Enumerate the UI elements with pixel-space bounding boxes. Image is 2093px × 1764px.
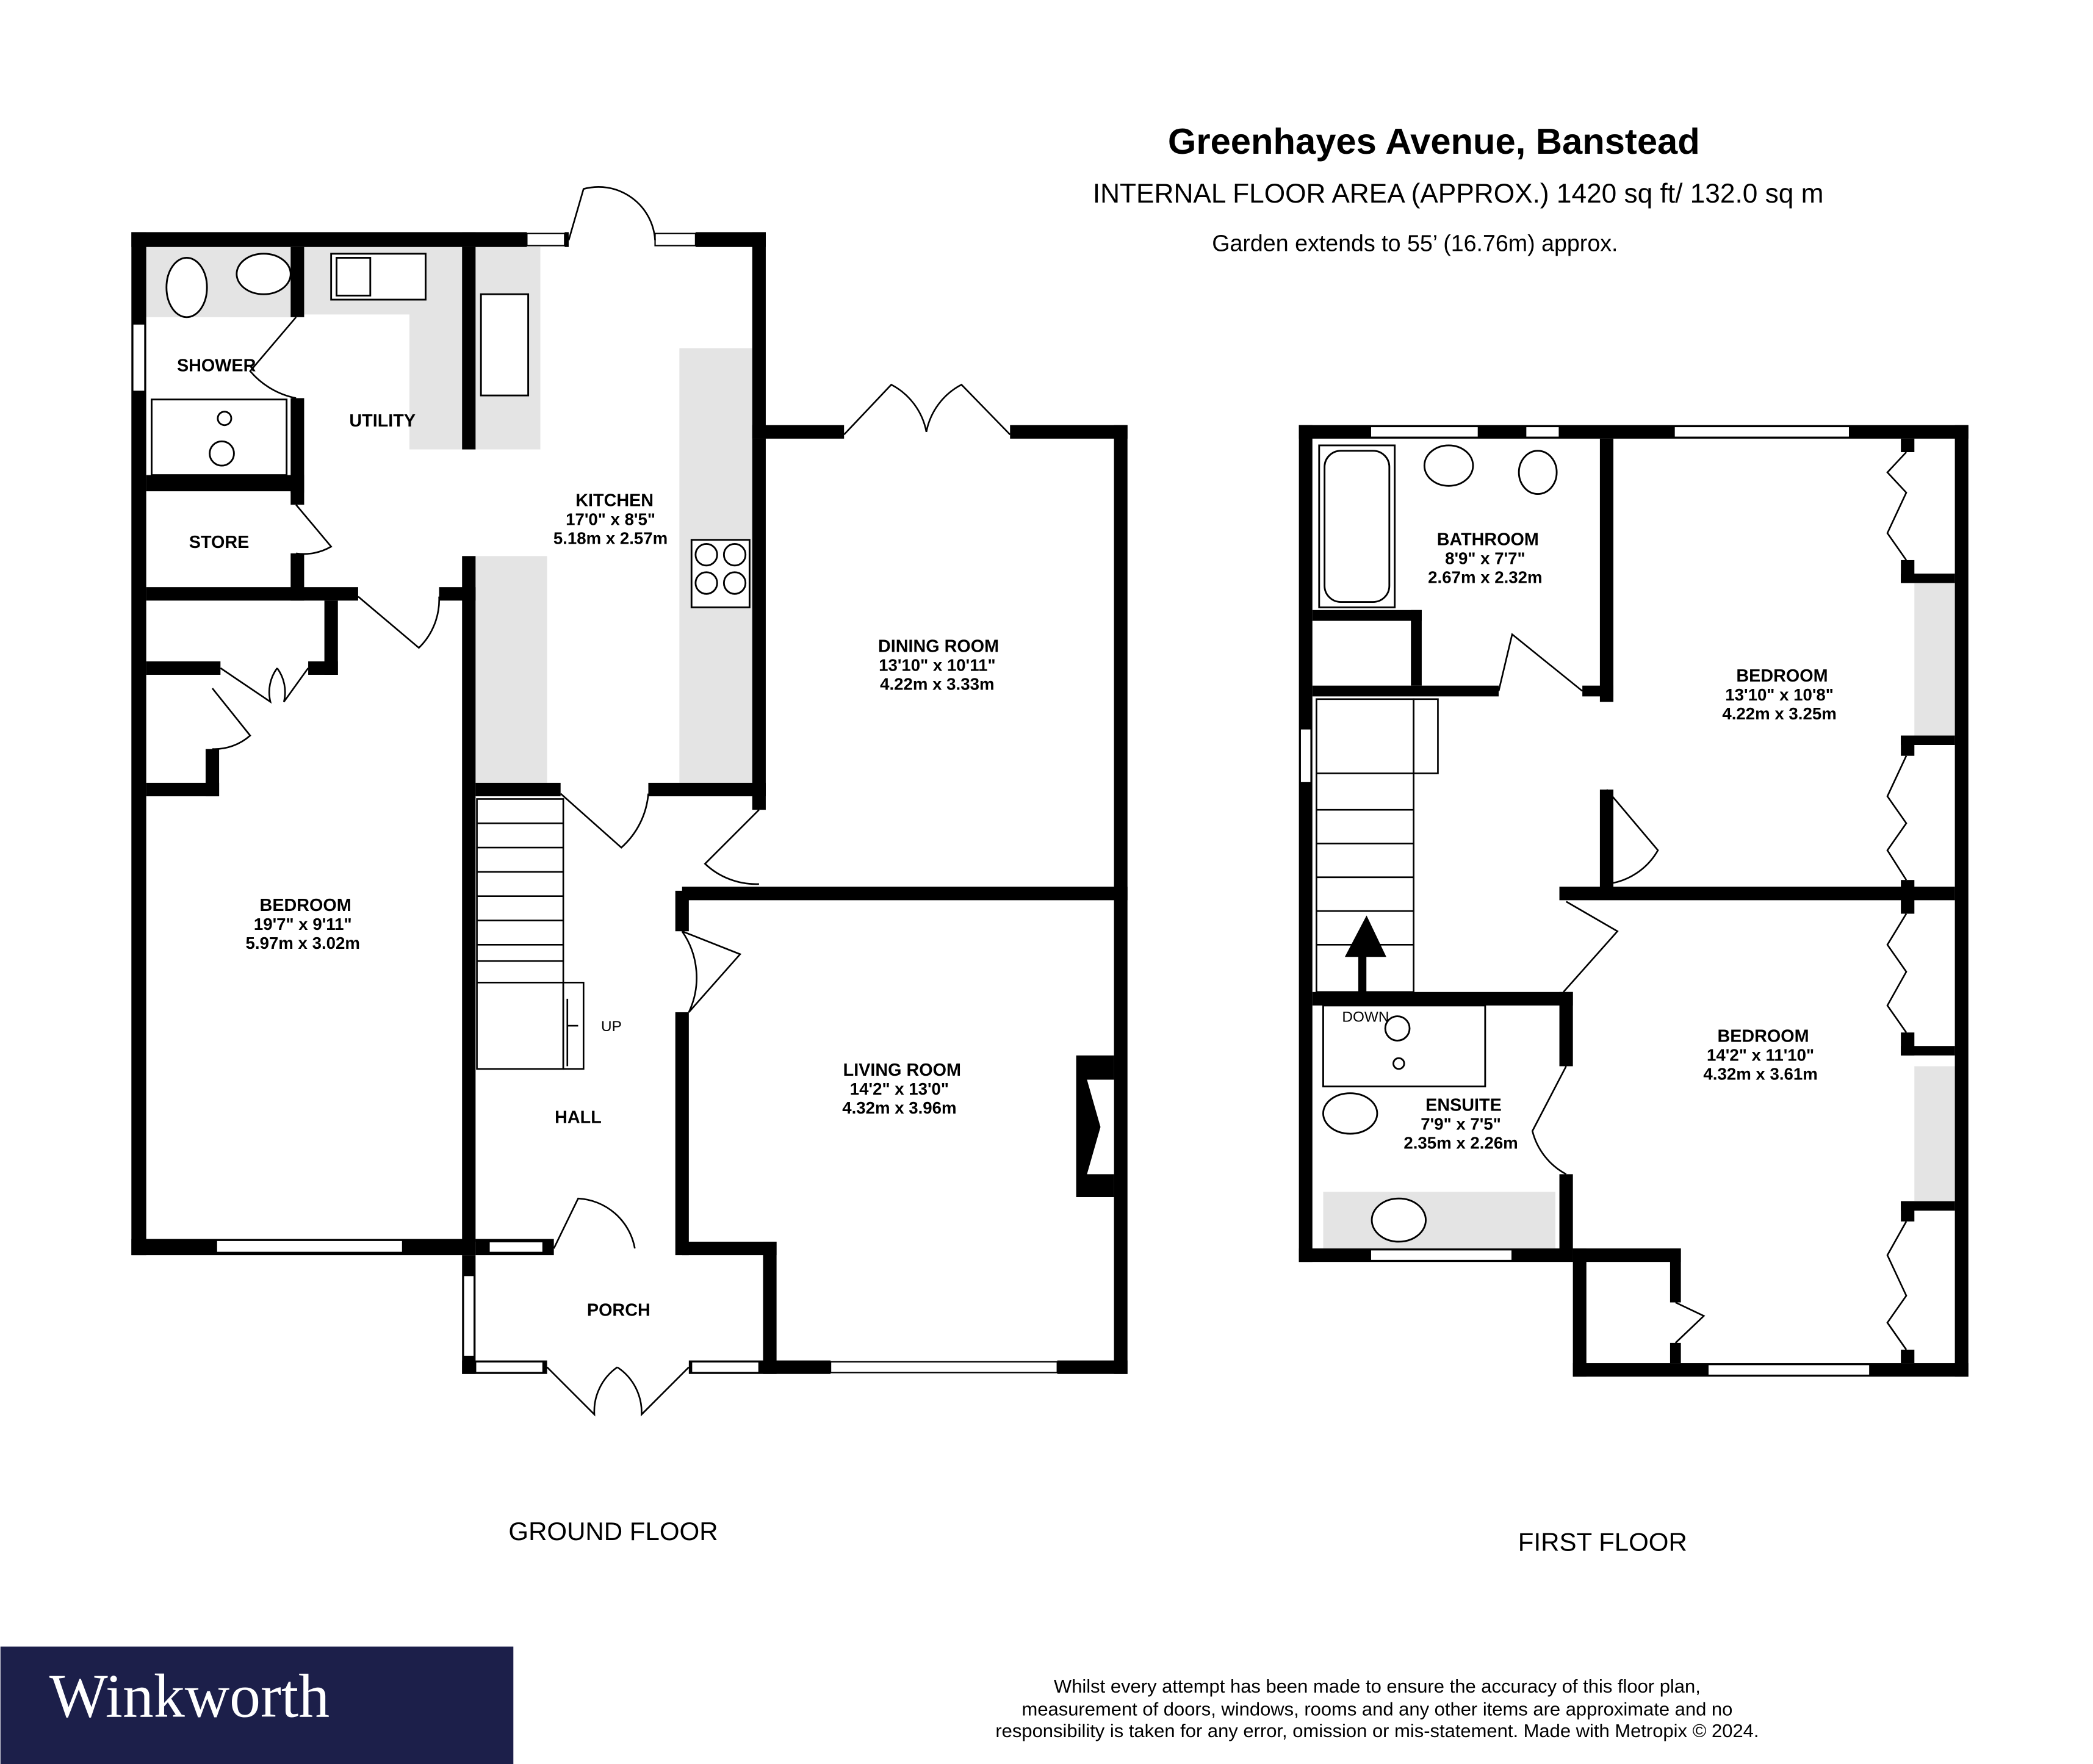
room-bathroom-label: BATHROOM <box>1437 530 1539 550</box>
room-bedroom-front-label: BEDROOM <box>1717 1027 1809 1046</box>
room-bedroom-ground-metric: 5.97m x 3.02m <box>246 934 360 952</box>
disclaimer-line-3: responsibility is taken for any error, o… <box>995 1720 1759 1741</box>
property-title: Greenhayes Avenue, Banstead <box>1168 121 1700 162</box>
ground-floor-label: GROUND FLOOR <box>508 1517 718 1546</box>
room-bedroom-rear-imperial: 13'10" x 10'8" <box>1725 685 1834 704</box>
room-bathroom-imperial: 8'9" x 7'7" <box>1445 549 1526 568</box>
room-kitchen-imperial: 17'0" x 8'5" <box>566 509 655 528</box>
disclaimer-line-1: Whilst every attempt has been made to en… <box>1054 1676 1701 1697</box>
room-kitchen-label: KITCHEN <box>575 491 654 510</box>
room-ensuite-imperial: 7'9" x 7'5" <box>1421 1114 1501 1133</box>
stairs-up-label: UP <box>601 1018 622 1035</box>
stairs-down-label: DOWN <box>1342 1009 1389 1025</box>
room-bedroom-front-metric: 4.32m x 3.61m <box>1703 1065 1817 1084</box>
ground-floor-plan: UP SHOWER UTILITY STORE KITCHEN 17'0" x … <box>131 186 1128 1546</box>
winkworth-logo: Winkworth <box>0 1646 514 1764</box>
room-living-imperial: 14'2" x 13'0" <box>850 1079 949 1098</box>
room-kitchen-metric: 5.18m x 2.57m <box>553 528 668 547</box>
svg-text:Winkworth: Winkworth <box>49 1662 330 1731</box>
garden-note: Garden extends to 55’ (16.76m) approx. <box>1212 230 1618 256</box>
room-dining-imperial: 13'10" x 10'11" <box>879 655 995 674</box>
room-bedroom-rear-metric: 4.22m x 3.25m <box>1722 704 1836 723</box>
room-utility-label: UTILITY <box>349 411 416 431</box>
floor-area: INTERNAL FLOOR AREA (APPROX.) 1420 sq ft… <box>1093 179 1824 209</box>
stairs-ground <box>476 798 585 1070</box>
room-ensuite-label: ENSUITE <box>1425 1095 1502 1115</box>
room-shower-label: SHOWER <box>177 356 256 375</box>
room-store-label: STORE <box>189 533 250 552</box>
room-living-label: LIVING ROOM <box>843 1060 961 1080</box>
first-floor-plan: DOWN BATHROOM 8'9" x 7'7" 2.67m x 2.32m … <box>1299 425 1969 1557</box>
room-bedroom-ground-label: BEDROOM <box>260 896 351 915</box>
room-ensuite-metric: 2.35m x 2.26m <box>1403 1133 1518 1152</box>
room-porch-label: PORCH <box>587 1301 650 1320</box>
stairs-direction-arrow-icon <box>1344 915 1386 992</box>
first-floor-label: FIRST FLOOR <box>1518 1528 1687 1557</box>
room-bedroom-front-imperial: 14'2" x 11'10" <box>1707 1046 1814 1065</box>
room-dining-label: DINING ROOM <box>878 636 999 656</box>
room-bathroom-metric: 2.67m x 2.32m <box>1428 568 1542 587</box>
room-dining-metric: 4.22m x 3.33m <box>880 674 994 693</box>
room-bedroom-rear-label: BEDROOM <box>1736 666 1828 686</box>
hob-icon <box>690 539 751 608</box>
room-bedroom-ground-imperial: 19'7" x 9'11" <box>254 915 352 934</box>
disclaimer-line-2: measurement of doors, windows, rooms and… <box>1022 1698 1733 1719</box>
room-living-metric: 4.32m x 3.96m <box>842 1098 956 1117</box>
room-hall-label: HALL <box>555 1107 602 1127</box>
